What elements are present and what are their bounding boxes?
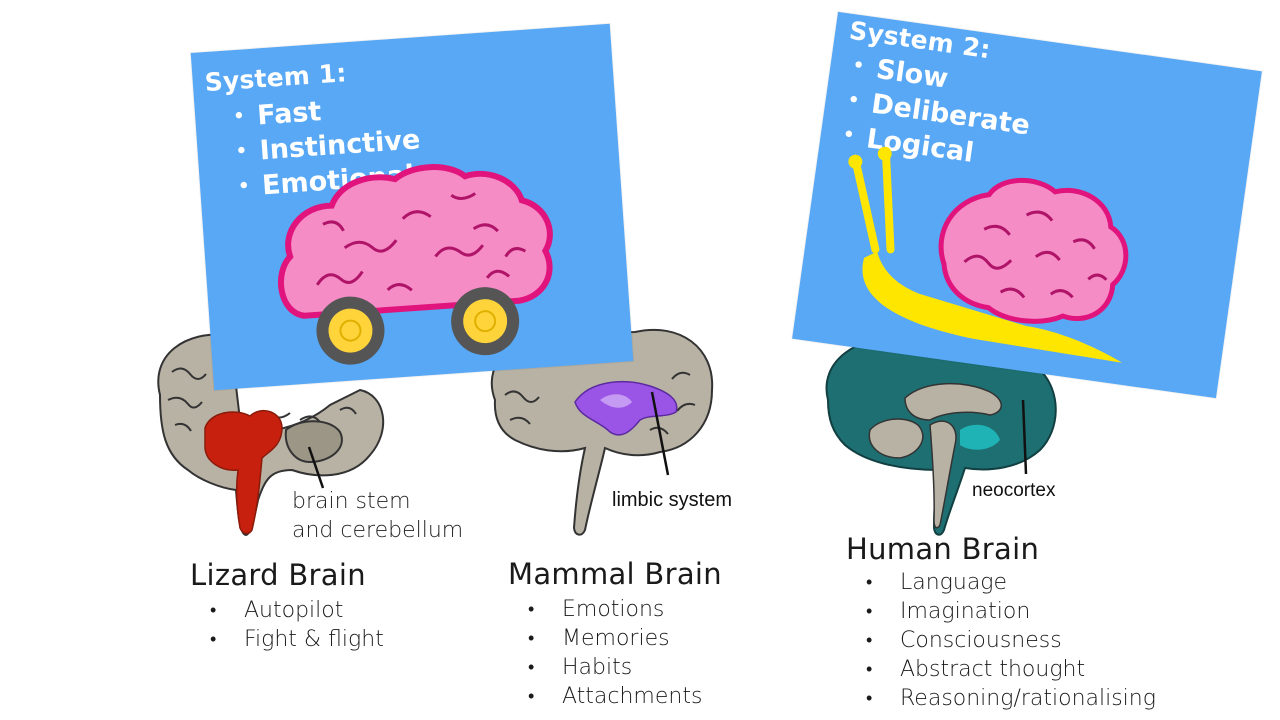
list-item: Autopilot xyxy=(190,596,384,625)
system1-card: System 1: Fast Instinctive Emotional xyxy=(190,23,634,391)
lizard-brain-heading: Lizard Brain xyxy=(190,558,366,592)
system2-card: System 2: Slow Deliberate Logical xyxy=(792,11,1262,399)
neocortex-caption: neocortex xyxy=(972,480,1056,501)
list-item: Reasoning/rationalising xyxy=(846,684,1156,713)
brain-stem-caption-line1: brain stem xyxy=(292,489,411,514)
mammal-brain-illustration xyxy=(490,328,714,536)
list-item: Language xyxy=(846,568,1156,597)
list-item: Attachments xyxy=(508,682,722,711)
list-item: Consciousness xyxy=(846,626,1156,655)
human-brain-list: Language Imagination Consciousness Abstr… xyxy=(846,568,1156,713)
lizard-brain-list: Autopilot Fight & flight xyxy=(190,596,384,654)
mammal-brain-group: Mammal Brain Emotions Memories Habits At… xyxy=(508,557,722,711)
mammal-brain-list: Emotions Memories Habits Attachments xyxy=(508,595,722,711)
list-item: Memories xyxy=(508,624,722,653)
list-item: Imagination xyxy=(846,597,1156,626)
limbic-system-caption: limbic system xyxy=(612,489,733,511)
mammal-brain-heading: Mammal Brain xyxy=(508,557,722,591)
brain-stem-caption: brain stem and cerebellum xyxy=(292,487,463,545)
brain-stem-caption-line2: and cerebellum xyxy=(292,518,464,543)
list-item: Abstract thought xyxy=(846,655,1156,684)
brain-car-icon xyxy=(277,164,553,365)
human-brain-heading: Human Brain xyxy=(846,532,1040,566)
brain-snail-icon xyxy=(848,146,1129,363)
human-brain-illustration xyxy=(825,336,1057,536)
human-brain-group: Human Brain Language Imagination Conscio… xyxy=(846,532,1156,713)
lizard-brain-group: Lizard Brain Autopilot Fight & flight xyxy=(190,558,384,654)
list-item: Fight & flight xyxy=(190,625,384,654)
list-item: Emotions xyxy=(508,595,722,624)
list-item: Habits xyxy=(508,653,722,682)
